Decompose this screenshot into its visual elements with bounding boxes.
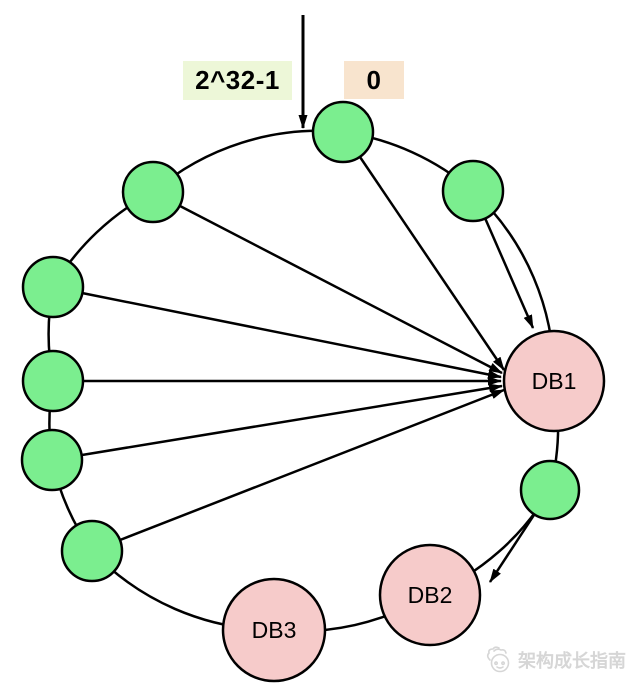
db-node-db1: DB1 xyxy=(502,329,606,433)
key-node-circle xyxy=(441,159,505,223)
key-left-2-to-db1-arrow xyxy=(81,291,502,379)
key-node-circle xyxy=(121,160,185,224)
db-node-db3: DB3 xyxy=(221,577,327,683)
db-node-db2: DB2 xyxy=(378,543,482,647)
key-node-key-left-3 xyxy=(21,349,85,413)
key-node-circle xyxy=(311,100,375,164)
key-node-key-upper-right xyxy=(441,159,505,223)
db-node-label: DB2 xyxy=(408,582,453,608)
db-node-label: DB3 xyxy=(252,617,297,643)
key-node-circle xyxy=(20,428,84,492)
key-upper-right-to-db1-arrow xyxy=(483,217,535,329)
key-node-circle xyxy=(21,349,85,413)
key-below-db1-to-db2-arrow xyxy=(488,514,536,583)
key-node-circle xyxy=(60,519,124,583)
cloud-doodle-icon xyxy=(486,646,510,673)
db-node-circle xyxy=(378,543,482,647)
key-node-key-upper-left xyxy=(121,160,185,224)
key-lower-left-to-db1-arrow xyxy=(119,388,505,542)
key-node-key-left-2 xyxy=(21,255,85,319)
key-top-to-db1-arrow xyxy=(358,156,506,371)
watermark: 架构成长指南 xyxy=(481,643,626,677)
zero-hash-label: 0 xyxy=(344,61,404,99)
key-node-key-left-4 xyxy=(20,428,84,492)
db-node-circle xyxy=(502,329,606,433)
db-node-label: DB1 xyxy=(532,368,577,394)
key-node-key-top xyxy=(311,100,375,164)
key-upper-left-to-db1-arrow xyxy=(179,204,503,375)
key-node-key-lower-left xyxy=(60,519,124,583)
key-left-4-to-db1-arrow xyxy=(81,383,503,457)
db-node-circle xyxy=(221,577,327,683)
key-node-circle xyxy=(519,459,581,521)
max-hash-label: 2^32-1 xyxy=(183,61,292,100)
key-node-key-below-db1 xyxy=(519,459,581,521)
watermark-text: 架构成长指南 xyxy=(518,651,626,671)
key-node-circle xyxy=(21,255,85,319)
